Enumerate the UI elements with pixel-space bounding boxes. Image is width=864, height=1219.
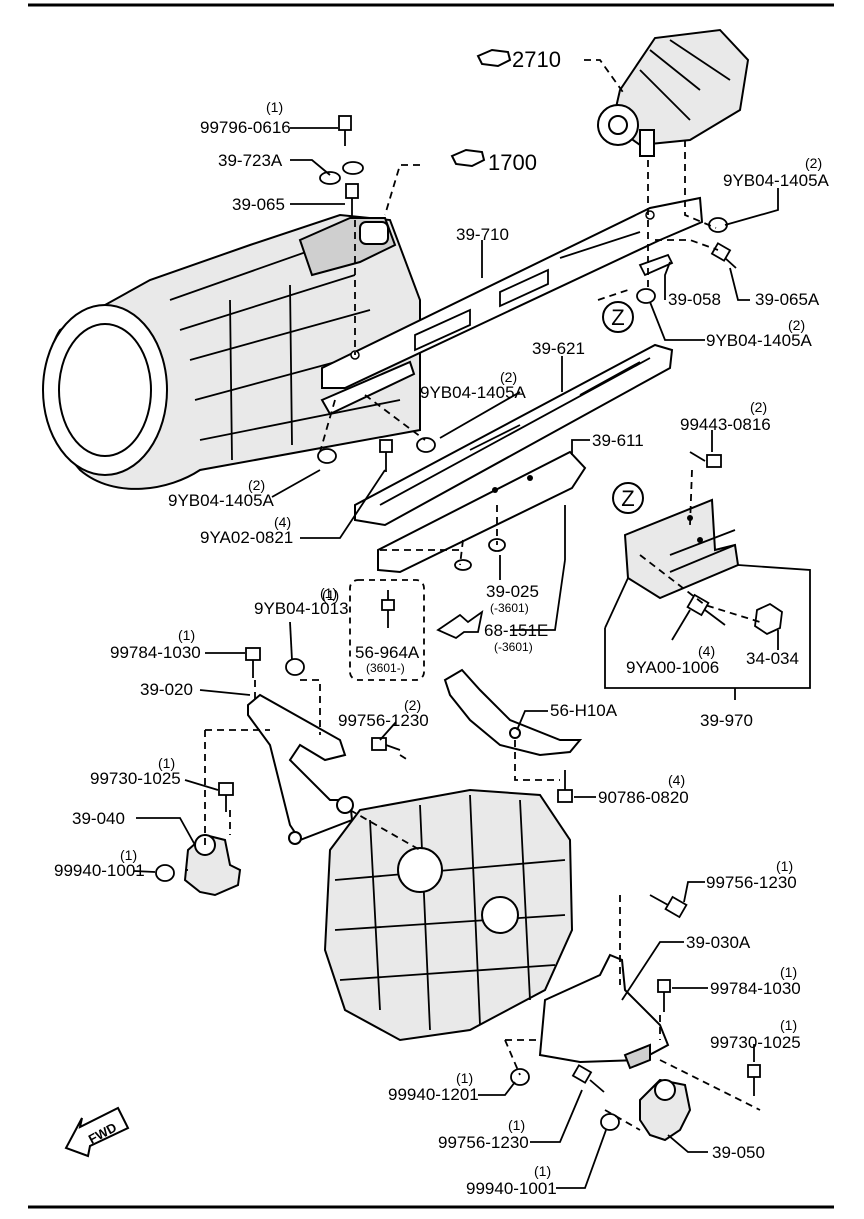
- label-39-040: 39-040: [72, 809, 125, 828]
- detail-marker-z-2: Z: [612, 482, 644, 514]
- qty-99796-0616: (1): [266, 99, 283, 115]
- detail-marker-z-2-label: Z: [621, 486, 634, 511]
- label-39-030A: 39-030A: [686, 933, 751, 952]
- label-39-970: 39-970: [700, 711, 753, 730]
- mount-39-050: [639, 1078, 692, 1142]
- qty-9YB04-1405A-top: (2): [805, 155, 822, 171]
- label-99756-1230-right: 99756-1230: [706, 873, 797, 892]
- pointer-icon-2710: [476, 48, 512, 68]
- detail-marker-z-1-label: Z: [611, 305, 624, 330]
- fwd-arrow-icon: FWD: [64, 1106, 130, 1158]
- label-39-050: 39-050: [712, 1143, 765, 1162]
- assembly-lines: [185, 59, 761, 1131]
- sub-39-025: (-3601): [490, 601, 529, 615]
- label-39-710: 39-710: [456, 225, 509, 244]
- label-99756-1230-mid: 99756-1230: [338, 711, 429, 730]
- label-39-025: 39-025: [486, 582, 539, 601]
- qty-56-964A: (1): [322, 587, 339, 603]
- bracket-56-H10A: [443, 668, 583, 757]
- label-39-621: 39-621: [532, 339, 585, 358]
- label-9YB04-1013: 9YB04-1013: [254, 599, 349, 618]
- qty-9YA00-1006: (4): [698, 643, 715, 659]
- qty-99730-1025-left: (1): [158, 755, 175, 771]
- label-90786-0820: 90786-0820: [598, 788, 689, 807]
- label-9YB04-1405A-mid: 9YB04-1405A: [420, 383, 527, 402]
- differential-illustration: [597, 28, 750, 157]
- callout-labels: (1) 99796-0616 39-723A 39-065 39-710 (2)…: [54, 99, 830, 1198]
- qty-99784-1030-left: (1): [178, 627, 195, 643]
- fasteners: [155, 115, 783, 1131]
- label-39-611: 39-611: [592, 431, 644, 450]
- label-9YB04-1405A-right: 9YB04-1405A: [706, 331, 813, 350]
- label-99730-1025-left: 99730-1025: [90, 769, 181, 788]
- plate-39-611: [377, 450, 587, 574]
- label-99940-1001-bottom: 99940-1001: [466, 1179, 557, 1198]
- label-99784-1030-right: 99784-1030: [710, 979, 801, 998]
- label-39-065: 39-065: [232, 195, 285, 214]
- bracket-39-030A: [538, 953, 670, 1070]
- label-99796-0616: 99796-0616: [200, 118, 291, 137]
- label-99443-0816: 99443-0816: [680, 415, 771, 434]
- ref-2710: 2710: [512, 47, 561, 72]
- bracket-39-970: [604, 498, 811, 700]
- label-34-034: 34-034: [746, 649, 799, 668]
- label-99940-1201: 99940-1201: [388, 1085, 479, 1104]
- label-39-058: 39-058: [668, 290, 721, 309]
- label-9YB04-1405A-top: 9YB04-1405A: [723, 171, 830, 190]
- label-99756-1230-bottom: 99756-1230: [438, 1133, 529, 1152]
- sub-56-964A: (3601-): [366, 661, 405, 675]
- qty-9YB04-1405A-left: (2): [248, 477, 265, 493]
- label-39-020: 39-020: [140, 680, 193, 699]
- label-99940-1001-left: 99940-1001: [54, 861, 145, 880]
- qty-99784-1030-right: (1): [780, 964, 797, 980]
- transmission-illustration: [42, 213, 421, 490]
- ref-1700: 1700: [488, 150, 537, 175]
- label-56-964A: 56-964A: [355, 643, 420, 662]
- qty-9YA02-0821: (4): [274, 514, 291, 530]
- label-9YB04-1405A-left: 9YB04-1405A: [168, 491, 275, 510]
- qty-99730-1025-right: (1): [780, 1017, 797, 1033]
- pointer-icon-1700: [450, 148, 486, 168]
- label-68-151E: 68-151E: [484, 621, 548, 640]
- label-39-723A: 39-723A: [218, 151, 283, 170]
- qty-99756-1230-bottom: (1): [508, 1117, 525, 1133]
- label-99784-1030-left: 99784-1030: [110, 643, 201, 662]
- label-39-065A: 39-065A: [755, 290, 820, 309]
- qty-9YB04-1405A-right: (2): [788, 317, 805, 333]
- forward-arrow-small-icon: [436, 609, 484, 640]
- engine-illustration: [323, 788, 574, 1042]
- sub-68-151E: (-3601): [494, 640, 533, 654]
- qty-90786-0820: (4): [668, 772, 685, 788]
- leader-lines: [133, 127, 779, 1189]
- detail-box-56-964A: [349, 579, 425, 681]
- qty-99940-1001-bottom: (1): [534, 1163, 551, 1179]
- qty-99756-1230-right: (1): [776, 858, 793, 874]
- qty-9YB04-1013: (1): [320, 585, 337, 601]
- detail-marker-z-1: Z: [602, 301, 634, 333]
- qty-99940-1001-left: (1): [120, 847, 137, 863]
- crossmember-39-710: [320, 196, 704, 416]
- qty-99443-0816: (2): [750, 399, 767, 415]
- label-9YA00-1006: 9YA00-1006: [626, 658, 719, 677]
- qty-9YB04-1405A-mid: (2): [500, 369, 517, 385]
- heat-shield-39-621: [354, 343, 674, 527]
- mount-39-040: [183, 833, 242, 897]
- label-99730-1025-right: 99730-1025: [710, 1033, 801, 1052]
- bracket-39-020: [247, 693, 354, 845]
- label-9YA02-0821: 9YA02-0821: [200, 528, 293, 547]
- qty-99756-1230-mid: (2): [404, 697, 421, 713]
- qty-99940-1201: (1): [456, 1070, 473, 1086]
- label-56-H10A: 56-H10A: [550, 701, 618, 720]
